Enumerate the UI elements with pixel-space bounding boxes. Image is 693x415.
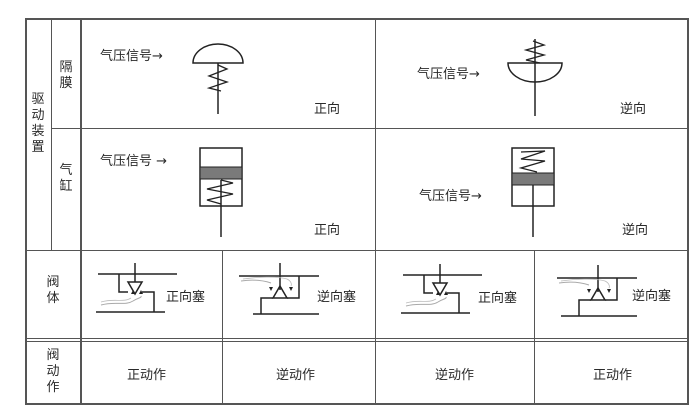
- col-sep-right-quarter: [534, 250, 535, 405]
- row-sep-double-2: [25, 341, 689, 342]
- valve-forward-plug-icon: [401, 264, 482, 314]
- col-sep-header: [80, 18, 82, 405]
- valve-body-label-2: 逆向塞: [317, 290, 357, 305]
- table-border-top: [25, 18, 689, 20]
- table-border-bottom: [25, 403, 689, 405]
- valve-forward-plug-icon: [96, 263, 177, 313]
- diaphragm-reverse-signal-label: 气压信号→: [417, 67, 480, 82]
- diaphragm-reverse-actuator-icon: [507, 39, 563, 116]
- col-sep-header-sub: [51, 18, 52, 250]
- valve-action-label-3: 逆动作: [435, 368, 475, 383]
- row-sep-cylinder-valvebody: [25, 250, 689, 251]
- header-drive-device: 驱动装置: [31, 92, 45, 155]
- cylinder-reverse-direction: 逆向: [622, 223, 649, 238]
- diaphragm-forward-signal-label: 气压信号→: [100, 49, 163, 64]
- diaphragm-forward-actuator-icon: [192, 43, 244, 114]
- cylinder-reverse-signal-label: 气压信号→: [419, 189, 482, 204]
- valve-action-label-2: 逆动作: [276, 368, 316, 383]
- row-sep-diaphragm-cylinder: [51, 128, 689, 129]
- cylinder-forward-direction: 正向: [314, 223, 341, 238]
- valve-action-label-1: 正动作: [127, 368, 167, 383]
- cylinder-reverse-actuator-icon: [511, 147, 555, 237]
- diaphragm-reverse-direction: 逆向: [620, 102, 647, 117]
- valve-body-label-4: 逆向塞: [632, 289, 672, 304]
- col-sep-middle: [375, 18, 376, 405]
- cylinder-forward-signal-label: 气压信号 →: [100, 154, 168, 169]
- header-cylinder: 气缸: [59, 163, 73, 194]
- table-border-right: [687, 18, 689, 405]
- valve-action-label-4: 正动作: [593, 368, 633, 383]
- table-border-left: [25, 18, 27, 405]
- header-valve-action: 阀动作: [46, 348, 60, 395]
- valve-body-label-1: 正向塞: [166, 290, 206, 305]
- cylinder-forward-actuator-icon: [199, 147, 243, 237]
- diaphragm-forward-direction: 正向: [314, 102, 341, 117]
- header-valve-body: 阀体: [46, 275, 60, 306]
- valve-reverse-plug-icon: [557, 265, 637, 317]
- valve-body-label-3: 正向塞: [478, 291, 518, 306]
- valve-reverse-plug-icon: [239, 263, 319, 315]
- col-sep-left-quarter: [222, 250, 223, 405]
- header-diaphragm: 隔膜: [59, 60, 73, 91]
- row-sep-double-1: [25, 338, 689, 339]
